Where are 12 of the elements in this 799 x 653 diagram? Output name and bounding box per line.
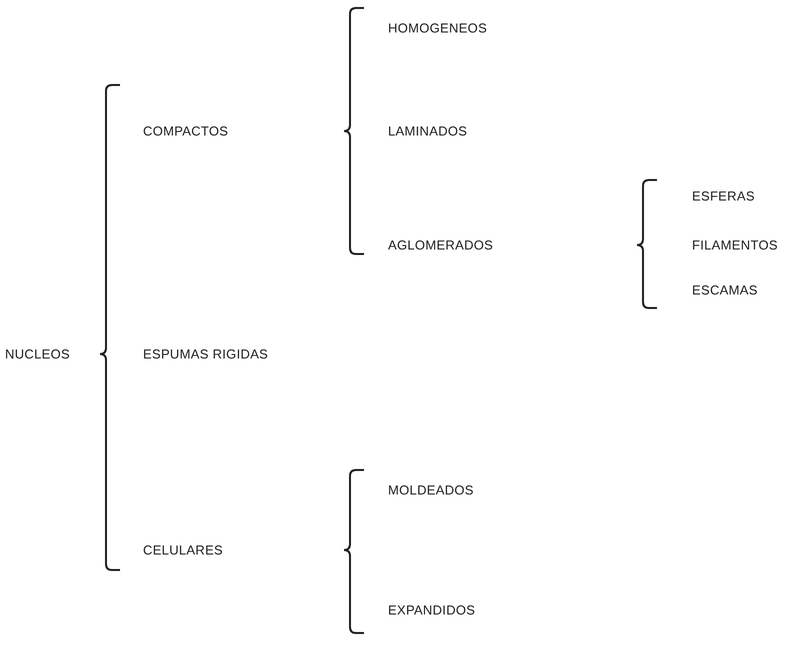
category-label: ESCAMAS: [692, 282, 758, 298]
category-label: ESFERAS: [692, 188, 755, 204]
category-label: LAMINADOS: [388, 124, 468, 138]
category-label: HOMOGENEOS: [388, 20, 488, 36]
category-label: AGLOMERADOS: [388, 238, 494, 252]
category-label: NUCLEOS: [5, 346, 70, 362]
category-label: EXPANDIDOS: [388, 602, 476, 618]
category-label: CELULARES: [143, 542, 224, 558]
category-label: ESPUMAS RIGIDAS: [143, 346, 268, 362]
category-label: FILAMENTOS: [692, 238, 778, 252]
category-label: COMPACTOS: [143, 124, 228, 138]
category-label: MOLDEADOS: [388, 482, 474, 498]
